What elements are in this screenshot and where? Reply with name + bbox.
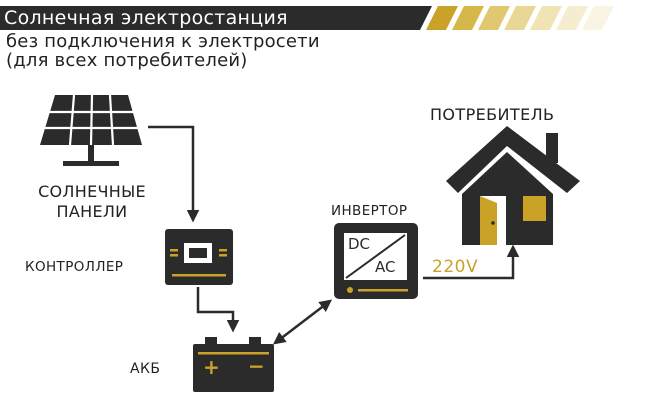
subtitle-line-2: (для всех потребителей): [6, 50, 248, 71]
banner-stripes: [400, 6, 614, 30]
solar-panel-icon: [40, 94, 142, 166]
house-icon: [446, 126, 580, 245]
battery-plus-sign: +: [203, 355, 220, 379]
controller-icon: [165, 229, 233, 285]
consumer-label: ПОТРЕБИТЕЛЬ: [430, 105, 555, 124]
panel-to-controller-line: [148, 125, 200, 223]
solar-panels-label-line-2: ПАНЕЛИ: [56, 202, 128, 221]
inverter-icon: [334, 223, 418, 299]
battery-inverter-line: [273, 299, 332, 345]
page-title: Солнечная электростанция: [4, 7, 288, 29]
inverter-to-house-line: [423, 244, 520, 280]
battery-minus-sign: −: [248, 354, 265, 378]
battery-icon: [193, 337, 274, 392]
voltage-label: 220V: [432, 257, 479, 277]
solar-panels-label: СОЛНЕЧНЫЕ ПАНЕЛИ: [2, 182, 182, 222]
controller-label: КОНТРОЛЛЕР: [25, 259, 124, 275]
battery-label: АКБ: [130, 361, 161, 377]
title-banner: [0, 6, 412, 30]
inverter-dc-label: DC: [348, 235, 371, 253]
solar-panels-label-line-1: СОЛНЕЧНЫЕ: [38, 182, 146, 201]
controller-to-battery-line: [196, 287, 240, 333]
subtitle-line-1: без подключения к электросети: [6, 31, 320, 52]
inverter-ac-label: AC: [375, 258, 396, 276]
inverter-label: ИНВЕРТОР: [331, 203, 408, 219]
